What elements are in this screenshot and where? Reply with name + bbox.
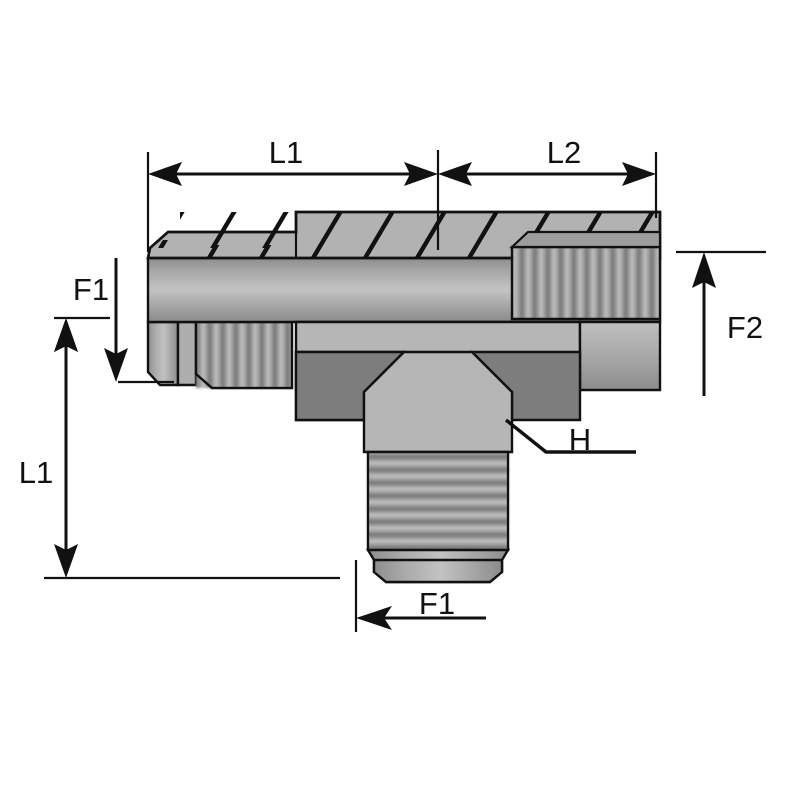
right-arm-lower-block xyxy=(578,320,662,392)
bottom-nose-chamfer xyxy=(372,558,504,584)
right-female-threads xyxy=(509,230,662,321)
l1-arrow-left xyxy=(148,162,182,186)
fitting-body-group xyxy=(146,210,662,584)
dimension-annotations xyxy=(44,150,766,632)
h-leader-line xyxy=(504,418,636,454)
branch-trunk-body xyxy=(362,350,514,454)
label-l1-vertical: L1 xyxy=(19,455,53,490)
l1-vertical-arrow-down xyxy=(54,544,78,578)
right-bore-bevel xyxy=(509,230,662,249)
l2-arrow-right xyxy=(622,162,656,186)
left-male-nose xyxy=(146,320,198,387)
l2-arrow-left xyxy=(438,162,472,186)
dimension-text-group: L1 L2 F1 L1 F2 H F1 xyxy=(19,135,763,621)
right-thread-pattern xyxy=(512,247,660,319)
left-nose-collar xyxy=(176,320,198,387)
l1-vertical-arrow-up xyxy=(54,318,78,352)
hex-top-face-outline xyxy=(146,210,662,260)
label-h-callout: H xyxy=(569,422,591,457)
left-male-threads xyxy=(194,320,294,390)
f1-bottom-arrow-left xyxy=(356,606,392,630)
label-l2-horizontal: L2 xyxy=(547,135,581,170)
bottom-male-threads xyxy=(366,450,510,552)
label-f1-top-left: F1 xyxy=(73,272,109,307)
bottom-thread-pattern xyxy=(368,452,508,550)
label-f2-right: F2 xyxy=(727,310,763,345)
f1-top-arrow-head-down xyxy=(104,348,128,382)
label-f1-bottom: F1 xyxy=(419,586,455,621)
left-thread-pattern xyxy=(196,322,292,388)
label-l1-horizontal: L1 xyxy=(269,135,303,170)
l1-arrow-right xyxy=(404,162,438,186)
f2-arrow-up xyxy=(692,252,716,288)
left-nose-chamfer xyxy=(146,320,180,387)
